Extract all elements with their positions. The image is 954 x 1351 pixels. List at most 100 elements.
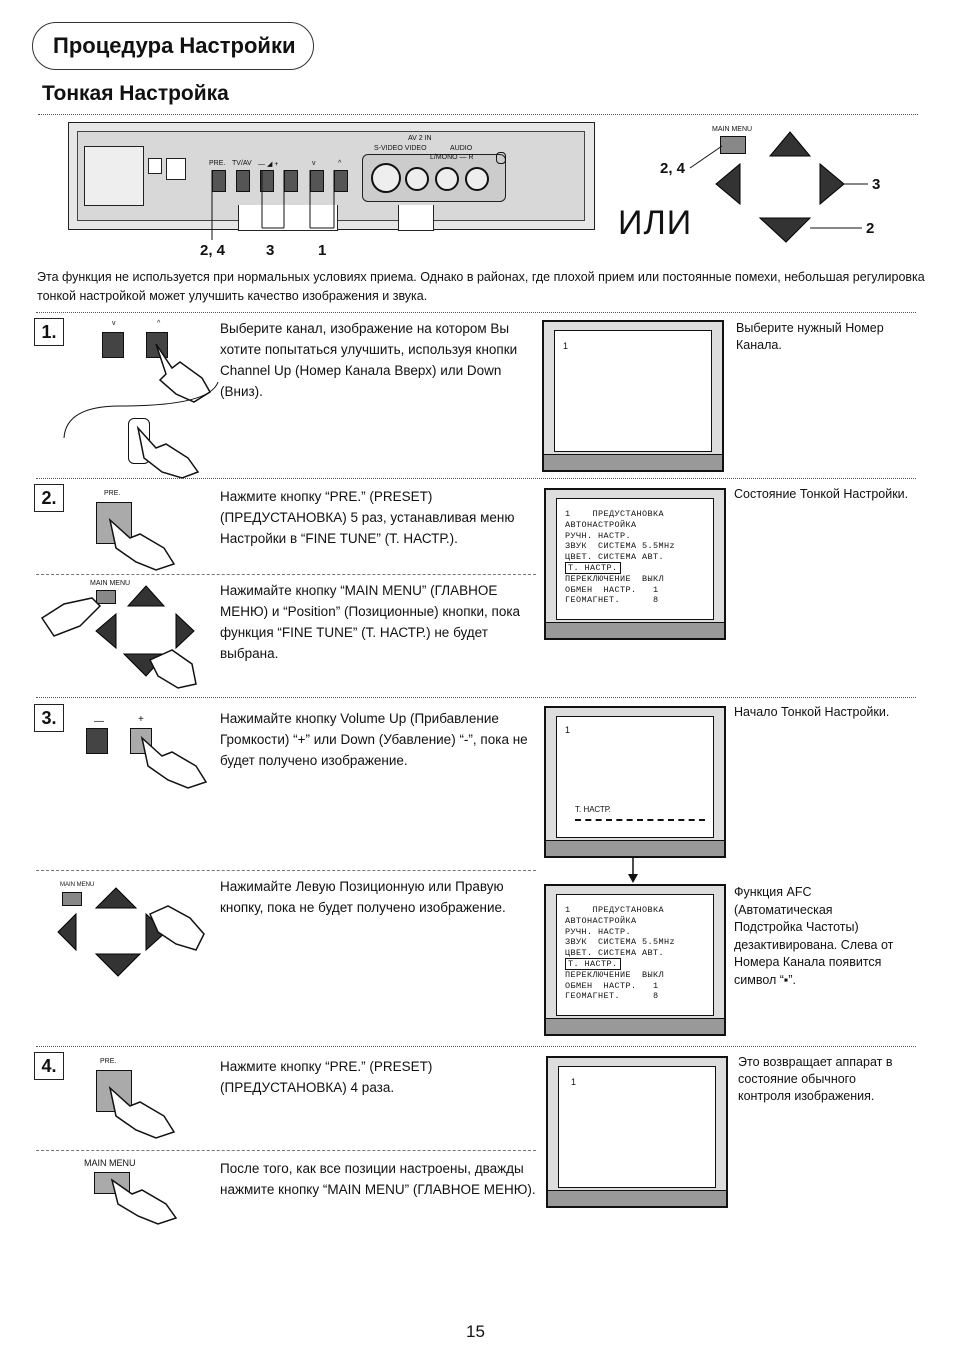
remote-callout-2-4: 2, 4 [660,160,686,177]
av-label: AV 2 IN [408,135,432,142]
pre-key-label: PRE. [104,490,121,497]
channel-down-key[interactable] [102,332,124,358]
section-title: Процедура Настройки [53,33,296,58]
menu-line: РУЧН. НАСТР. [565,926,632,937]
menu-line: ПЕРЕКЛЮЧЕНИЕ ВЫКЛ [565,969,665,980]
menu-line: ЦВЕТ. СИСТЕМА АВТ. [565,552,665,563]
tvav-button[interactable] [236,170,250,192]
pre-label: PRE. [209,160,226,167]
right-arrow-icon [819,162,845,206]
main-menu-button[interactable] [720,136,746,154]
right-arrow-icon [175,612,195,650]
up-arrow-icon [126,585,166,607]
fine-tune-label: Т. НАСТР. [575,805,611,814]
menu-line: 1 ПРЕДУСТАНОВКА [565,905,665,915]
tv-base [548,1190,726,1206]
main-menu-key[interactable] [62,892,82,906]
fine-tune-bar [575,819,705,821]
main-menu-label: MAIN MENU [712,126,753,133]
or-label: ИЛИ [618,204,693,242]
indicator-window [148,158,162,174]
audio-right-jack [465,167,489,191]
menu-line: АВТОНАСТРОЙКА [565,915,637,926]
vol-up-key-label: + [138,714,144,725]
menu-line: ОБМЕН НАСТР. 1 [565,584,659,595]
menu-line: АВТОНАСТРОЙКА [565,519,637,530]
ch-up-label: ^ [338,160,342,167]
up-arrow-icon [768,131,812,157]
channel-number: 1 [565,725,571,735]
up-arrow-icon [94,887,138,909]
step-4-text: Нажмите кнопку “PRE.” (PRESET) (ПРЕДУСТА… [220,1059,433,1095]
remote-callout-3: 3 [872,176,881,193]
menu-line: Т. НАСТР. [565,561,675,574]
volume-down-key[interactable] [86,728,108,754]
step-3-note: Начало Тонкой Настройки. [734,705,890,719]
menu-line: ОБМЕН НАСТР. 1 [565,980,659,991]
position-keys-step-3 [57,887,205,977]
callout-3: 3 [266,242,275,259]
position-keys-step-2 [40,585,197,689]
menu-line: РУЧН. НАСТР. [565,530,632,541]
vol-down-key-label: — [94,716,104,727]
main-menu-key-label: MAIN MENU [60,882,95,888]
left-arrow-icon [95,612,117,650]
menu-line: ЗВУК СИСТЕМА 5.5MHz [565,541,676,552]
divider [36,870,536,871]
hand-pointer-icon [155,343,212,403]
step-2-number: 2. [34,484,64,512]
video-jack [405,167,429,191]
main-menu-key-label: MAIN MENU [84,1158,136,1168]
audio-left-jack [435,167,459,191]
step-4-note: Это возвращает аппарат в состояние обычн… [738,1055,893,1103]
panel-callout-lines [211,170,335,240]
svideo-jack [371,163,401,193]
divider [36,697,916,698]
position-keys [715,131,868,243]
tv-base [546,622,724,638]
divider [38,114,918,115]
step-2-text: Нажмите кнопку “PRE.” (PRESET) (ПРЕДУСТА… [220,489,515,546]
down-arrow-icon [94,953,142,977]
divider [36,312,916,313]
tv-screen-step-1: 1 [542,320,724,472]
step-1-note: Выберите нужный Номер Канала. [736,321,884,352]
hand-pointer-icon [140,735,208,789]
step-4-number: 4. [34,1052,64,1080]
hand-pointer-icon [110,1178,178,1225]
hand-pointer-icon [136,425,200,479]
ch-up-key-label: ^ [157,320,161,327]
main-menu-key[interactable] [96,590,116,604]
volume-down-button[interactable] [260,170,274,192]
ch-down-key-label: v [112,320,116,327]
intro-text: Эта функция не используется при нормальн… [37,270,925,303]
tvav-label: TV/AV [232,160,252,167]
step-4-text-2: После того, как все позиции настроены, д… [220,1161,536,1197]
tv-base [544,454,722,470]
pre-key-label: PRE. [100,1058,117,1065]
down-arrow-icon [628,858,638,883]
page-number: 15 [466,1322,485,1341]
svideo-label: S-VIDEO VIDEO [374,145,427,152]
remote-callout-2: 2 [866,220,875,237]
menu-line: ПЕРЕКЛЮЧЕНИЕ ВЫКЛ [565,573,665,584]
ch-down-label: v [312,160,316,167]
audio-label: AUDIO [450,145,473,152]
divider [36,1150,536,1151]
callout-2-4: 2, 4 [200,242,226,259]
ir-sensor [166,158,186,180]
page-subtitle: Тонкая Настройка [42,82,229,105]
av-input-block [362,154,506,202]
tv-screen-step-4: 1 [546,1056,728,1208]
step-3-number: 3. [34,704,64,732]
menu-line: ЦВЕТ. СИСТЕМА АВТ. [565,948,665,959]
divider [36,478,916,479]
channel-number: 1 [571,1077,577,1087]
tv-screen-step-3: 1 Т. НАСТР. [544,706,726,858]
power-switch-area [84,146,144,206]
left-arrow-icon [715,162,741,206]
menu-line: 1 ПРЕДУСТАНОВКА [565,509,665,519]
menu-line: Т. НАСТР. [565,957,675,970]
